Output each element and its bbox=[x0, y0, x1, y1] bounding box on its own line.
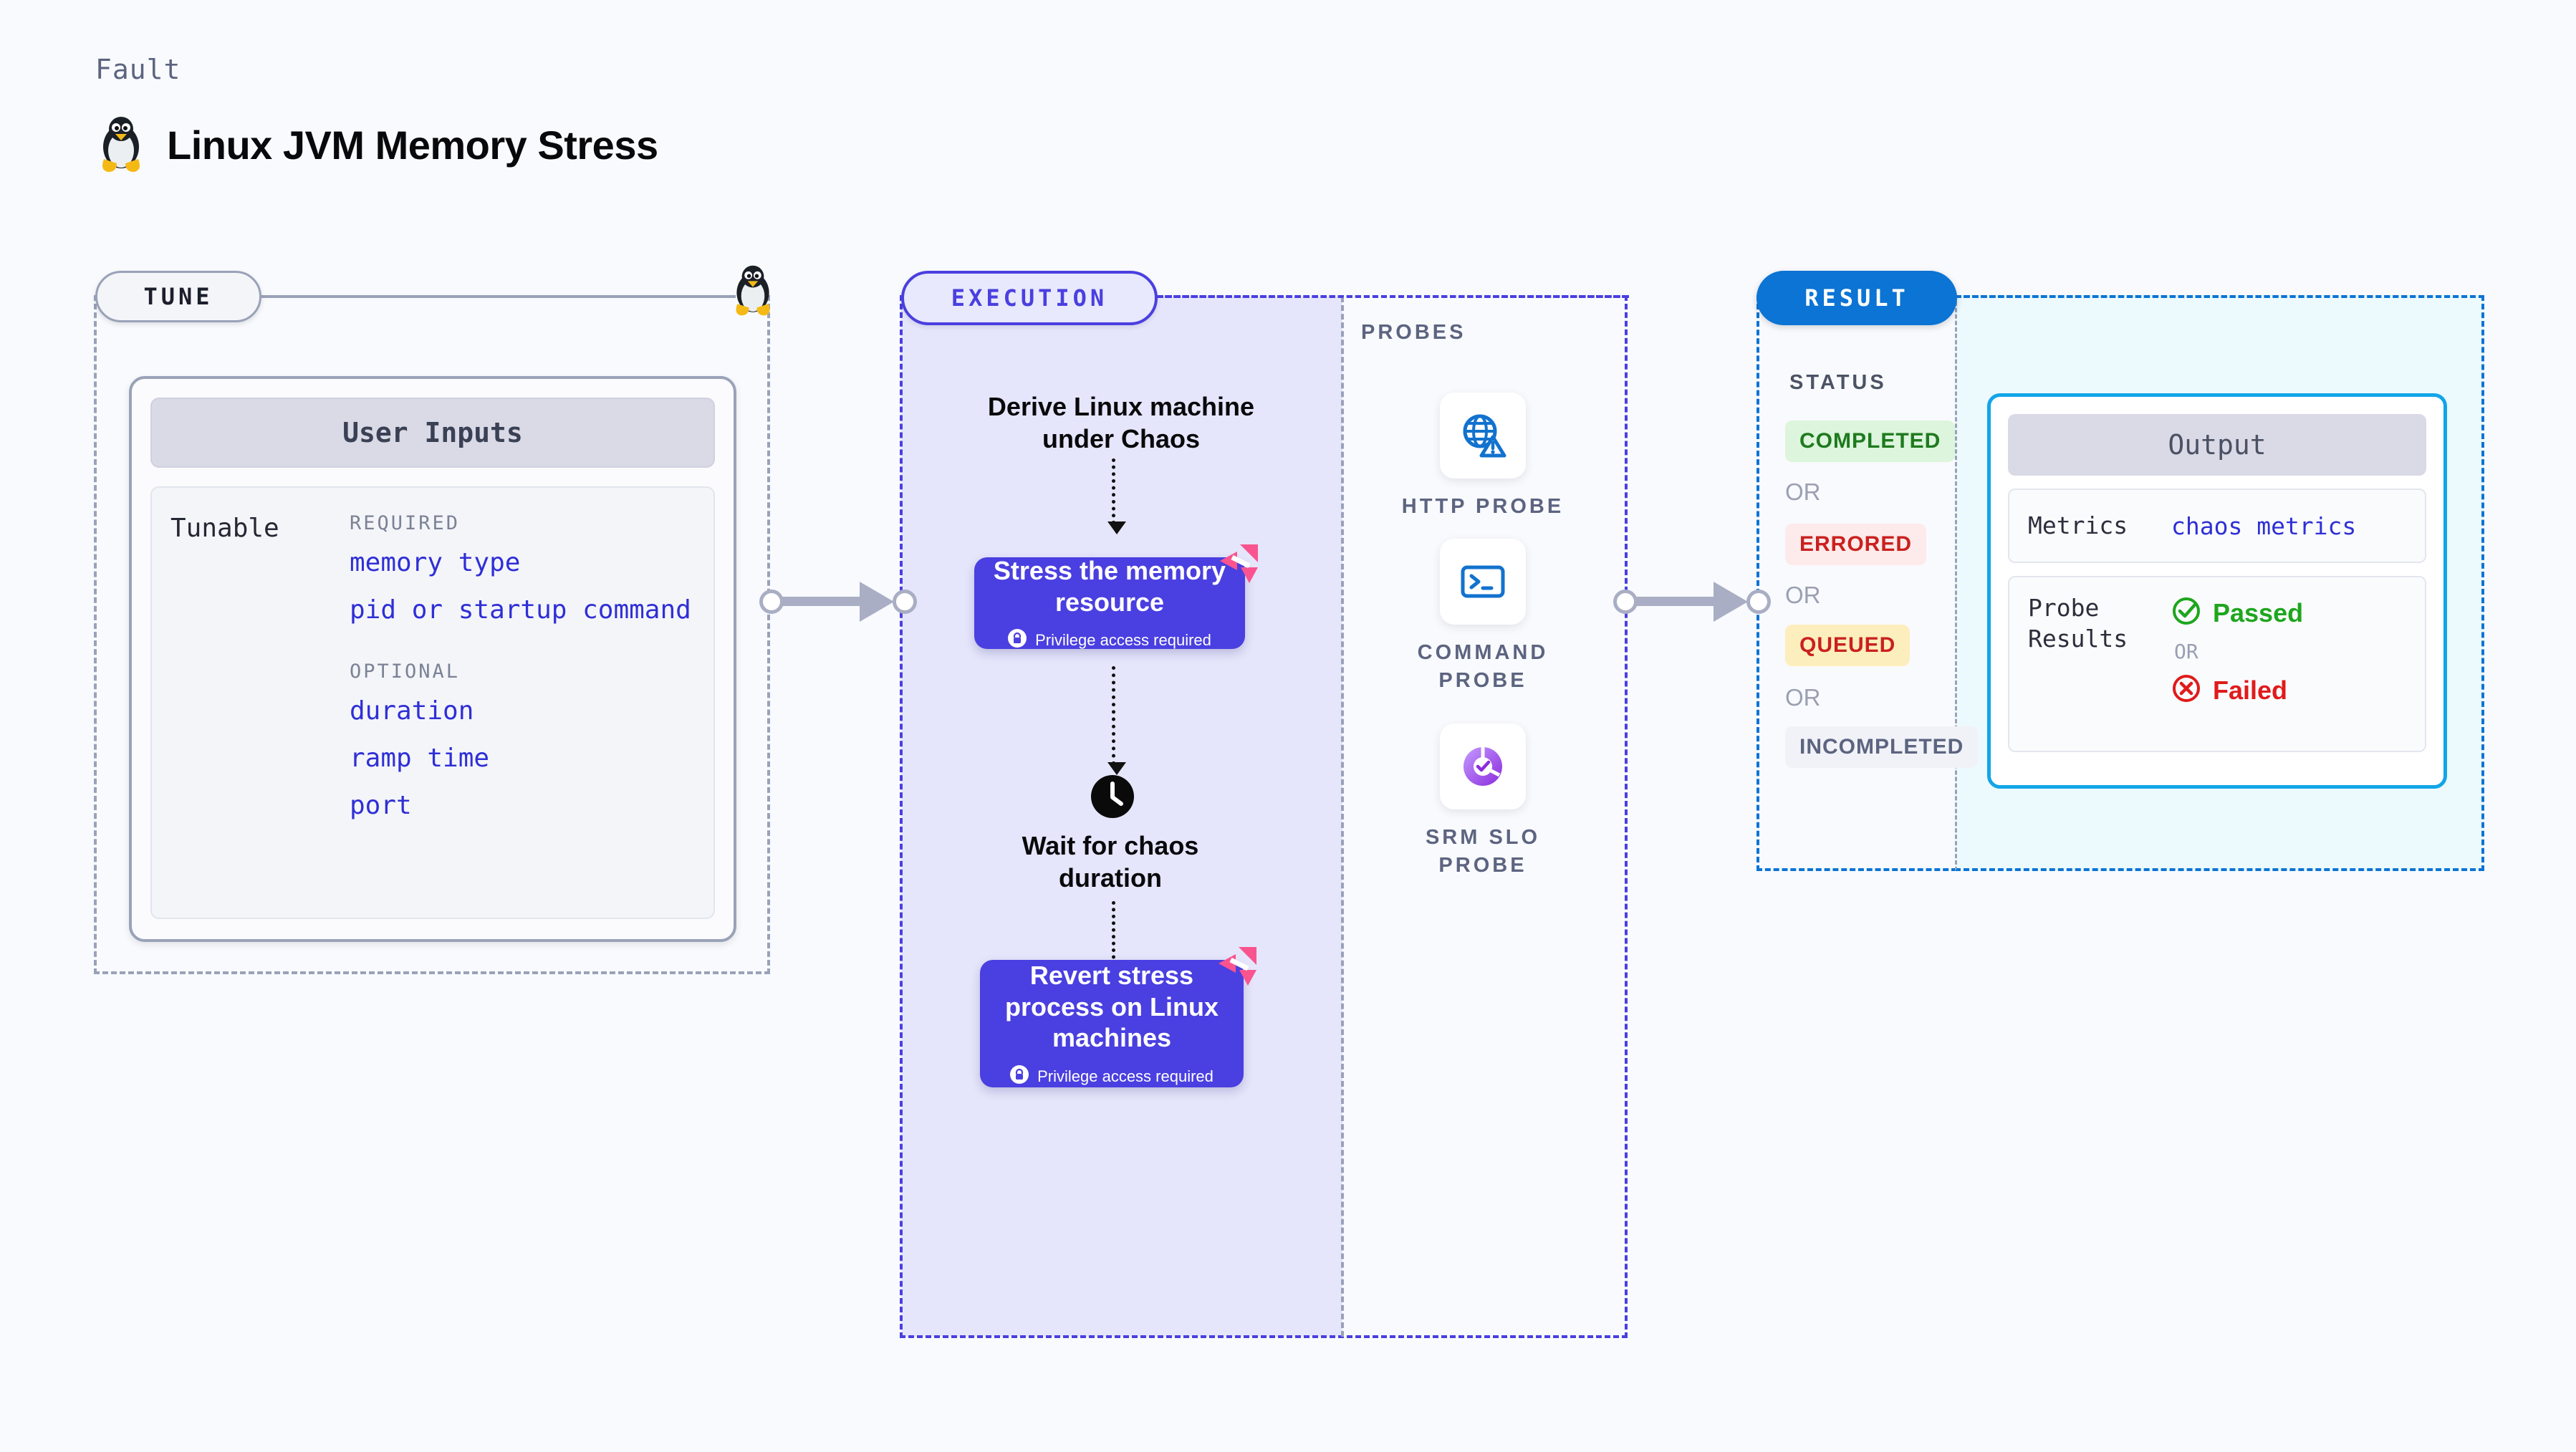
connector-tune-to-execution bbox=[759, 582, 917, 622]
user-inputs-card: User Inputs Tunable REQUIRED memory type… bbox=[129, 376, 736, 942]
stage-chip-result[interactable]: RESULT bbox=[1756, 271, 1957, 325]
lock-icon bbox=[1008, 629, 1027, 651]
page-title-row: Linux JVM Memory Stress bbox=[95, 115, 658, 175]
connector-end-dot bbox=[893, 590, 917, 614]
execution-chip-connector bbox=[1156, 295, 1629, 298]
page-eyebrow: Fault bbox=[95, 54, 181, 85]
execution-box-title: Stress the memory resource bbox=[993, 555, 1226, 617]
harness-logo-icon bbox=[1216, 542, 1261, 590]
status-badge-queued: QUEUED bbox=[1785, 625, 1911, 666]
status-badge-errored: ERRORED bbox=[1785, 524, 1927, 565]
connector-arrowhead bbox=[1714, 582, 1748, 622]
output-row-metrics: Metrics chaos metrics bbox=[2008, 489, 2426, 563]
probe-label: SRM SLO PROBE bbox=[1425, 826, 1541, 878]
probe-result-failed: Failed bbox=[2171, 673, 2303, 707]
tunable-item-ramp-time[interactable]: ramp time bbox=[350, 744, 490, 773]
probe-results-or: OR bbox=[2174, 640, 2198, 663]
output-card: Output Metrics chaos metrics Probe Resul… bbox=[1987, 393, 2447, 789]
status-or-3: OR bbox=[1785, 684, 1821, 711]
execution-box-stress-memory[interactable]: Stress the memory resource Privilege acc… bbox=[974, 544, 1258, 651]
probe-http[interactable]: HTTP PROBE bbox=[1390, 393, 1576, 521]
tunable-list: REQUIRED memory type pid or startup comm… bbox=[350, 512, 695, 893]
page-title: Linux JVM Memory Stress bbox=[167, 122, 658, 168]
result-chip-connector bbox=[1956, 295, 2484, 298]
tunable-row-label: Tunable bbox=[170, 514, 279, 543]
probe-result-passed: Passed bbox=[2171, 596, 2303, 630]
output-card-header: Output bbox=[2008, 414, 2426, 476]
probe-label: COMMAND PROBE bbox=[1417, 641, 1549, 693]
stage-chip-execution[interactable]: EXECUTION bbox=[901, 271, 1158, 325]
tunable-group-title-required: REQUIRED bbox=[350, 512, 461, 534]
connector-probes-to-result bbox=[1613, 582, 1771, 622]
linux-penguin-icon bbox=[95, 115, 147, 175]
execution-box-title: Revert stress process on Linux machines bbox=[1004, 960, 1219, 1053]
user-inputs-header: User Inputs bbox=[150, 398, 715, 468]
metrics-value-link[interactable]: chaos metrics bbox=[2171, 511, 2357, 540]
flow-arrow-1 bbox=[1107, 458, 1126, 534]
privilege-text: Privilege access required bbox=[1035, 630, 1211, 649]
tunable-group-title-optional: OPTIONAL bbox=[350, 660, 461, 683]
lock-icon bbox=[1010, 1065, 1029, 1087]
privilege-row: Privilege access required bbox=[1010, 1065, 1213, 1087]
execution-box-revert-stress[interactable]: Revert stress process on Linux machines … bbox=[980, 947, 1256, 1087]
tunable-item-memory-type[interactable]: memory type bbox=[350, 548, 521, 577]
metrics-key: Metrics bbox=[2028, 511, 2128, 539]
harness-logo-icon bbox=[1215, 944, 1259, 992]
connector-start-dot bbox=[1613, 590, 1638, 614]
check-circle-icon bbox=[2171, 596, 2201, 630]
flow-arrow-2 bbox=[1107, 666, 1126, 775]
connector-arrowhead bbox=[860, 582, 894, 622]
tunable-item-pid-or-startup-command[interactable]: pid or startup command bbox=[350, 595, 691, 625]
connector-start-dot bbox=[759, 590, 784, 614]
execution-fill bbox=[901, 297, 1342, 1337]
x-circle-icon bbox=[2171, 673, 2201, 707]
tunable-item-duration[interactable]: duration bbox=[350, 696, 474, 726]
tune-chip-connector bbox=[260, 295, 733, 298]
linux-penguin-badge-icon bbox=[729, 264, 777, 322]
clock-icon bbox=[1088, 772, 1137, 824]
globe-warning-icon bbox=[1440, 393, 1526, 479]
status-or-1: OR bbox=[1785, 479, 1821, 505]
connector-bar bbox=[1635, 597, 1726, 606]
status-badge-completed: COMPLETED bbox=[1785, 420, 1956, 462]
probe-command[interactable]: COMMAND PROBE bbox=[1390, 539, 1576, 695]
passed-label: Passed bbox=[2213, 597, 2304, 628]
slo-donut-check-icon bbox=[1440, 723, 1526, 809]
probe-label: HTTP PROBE bbox=[1401, 495, 1565, 518]
execution-step-wait-chaos: Wait for chaos duration bbox=[1022, 831, 1199, 893]
privilege-text: Privilege access required bbox=[1037, 1067, 1213, 1085]
execution-step-derive-machine: Derive Linux machine under Chaos bbox=[987, 392, 1255, 453]
tunable-body: Tunable REQUIRED memory type pid or star… bbox=[150, 486, 715, 919]
stage-chip-tune[interactable]: TUNE bbox=[95, 271, 261, 322]
probe-results-key: Probe Results bbox=[2028, 594, 2128, 653]
connector-bar bbox=[781, 597, 873, 606]
terminal-icon bbox=[1440, 539, 1526, 625]
status-or-2: OR bbox=[1785, 582, 1821, 608]
probes-title: PROBES bbox=[1361, 321, 1466, 344]
tunable-item-port[interactable]: port bbox=[350, 791, 412, 820]
probes-divider bbox=[1341, 297, 1344, 1337]
status-badge-incompleted: INCOMPLETED bbox=[1785, 726, 1979, 768]
privilege-row: Privilege access required bbox=[1008, 629, 1211, 651]
flow-arrow-3 bbox=[1107, 901, 1126, 976]
failed-label: Failed bbox=[2213, 675, 2288, 705]
status-title: STATUS bbox=[1789, 371, 1887, 394]
probe-results-values: Passed OR Failed bbox=[2171, 593, 2303, 707]
connector-end-dot bbox=[1746, 590, 1771, 614]
probe-srm-slo[interactable]: SRM SLO PROBE bbox=[1390, 723, 1576, 880]
output-row-probe-results: Probe Results Passed OR bbox=[2008, 576, 2426, 752]
